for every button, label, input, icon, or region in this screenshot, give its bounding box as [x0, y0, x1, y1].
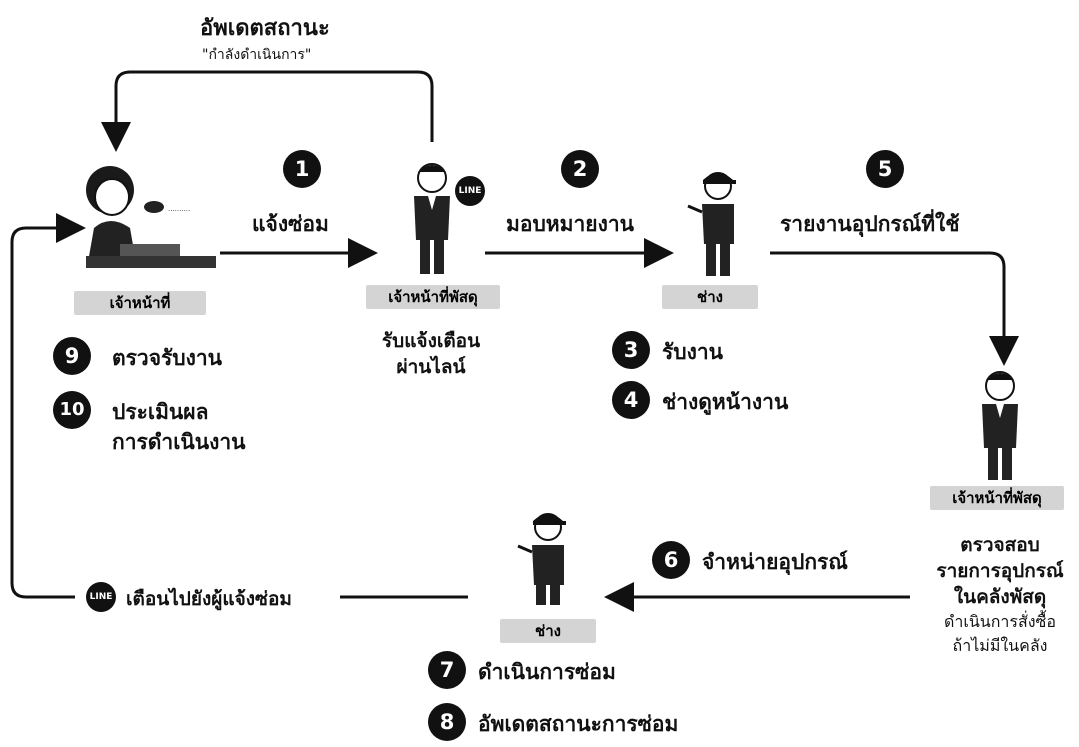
order-line2: ถ้าไม่มีในคลัง — [952, 636, 1048, 655]
line-notify-line1: รับแจ้งเตือน — [381, 330, 481, 352]
step-3-label: รับงาน — [662, 340, 724, 364]
technician-illustration-bottom — [517, 513, 566, 605]
role-supply-officer: เจ้าหน้าที่พัสดุ — [366, 285, 500, 309]
role-officer: เจ้าหน้าที่ — [74, 291, 206, 315]
status-update-arrow — [101, 70, 434, 152]
step5-arrow — [770, 251, 1019, 366]
step-1-label: แจ้งซ่อม — [252, 212, 329, 236]
step-6-label: จำหน่ายอุปกรณ์ — [702, 550, 848, 574]
supply-officer-illustration — [414, 163, 450, 274]
step-4-badge: 4 — [612, 381, 650, 419]
step-7-badge: 7 — [428, 651, 466, 689]
step-6-badge: 6 — [652, 541, 690, 579]
step-8-badge: 8 — [428, 703, 466, 741]
status-update-title: อัพเดตสถานะ — [200, 16, 330, 41]
check-line2: รายการอุปกรณ์ — [936, 560, 1064, 582]
step-2-label: มอบหมายงาน — [506, 212, 634, 236]
check-line1: ตรวจสอบ — [960, 534, 1040, 556]
check-line3: ในคลังพัสดุ — [953, 586, 1047, 608]
step-9-badge: 9 — [53, 337, 91, 375]
line-notify-line2: ผ่านไลน์ — [396, 356, 466, 378]
svg-text:..........: .......... — [168, 205, 190, 213]
step-2-badge: 2 — [561, 150, 599, 188]
step-5-label: รายงานอุปกรณ์ที่ใช้ — [780, 212, 960, 236]
role-technician-top: ช่าง — [662, 285, 758, 309]
step-10-label-line1: ประเมินผล — [112, 400, 209, 424]
step-4-label: ช่างดูหน้างาน — [662, 390, 789, 414]
order-line1: ดำเนินการสั่งซื้อ — [943, 612, 1057, 631]
role-supply-officer-right: เจ้าหน้าที่พัสดุ — [930, 486, 1064, 510]
line-icon-notify: LINE — [86, 582, 116, 612]
line-icon: LINE — [455, 176, 485, 206]
step-10-badge: 10 — [53, 391, 91, 429]
technician-illustration-top — [687, 172, 736, 276]
status-update-subtitle: "กำลังดำเนินการ" — [202, 47, 312, 63]
notify-requester-arrow — [10, 213, 86, 599]
supply-officer-illustration-right — [982, 371, 1018, 480]
step-1-badge: 1 — [283, 150, 321, 188]
step-8-label: อัพเดตสถานะการซ่อม — [478, 712, 679, 736]
notify-requester-label: เตือนไปยังผู้แจ้งซ่อม — [126, 588, 292, 610]
step-3-badge: 3 — [612, 331, 650, 369]
step-10-label-line2: การดำเนินงาน — [112, 430, 246, 454]
step-7-label: ดำเนินการซ่อม — [478, 660, 616, 684]
officer-illustration: .......... — [86, 166, 216, 268]
step-9-label: ตรวจรับงาน — [112, 346, 223, 370]
step-5-badge: 5 — [866, 150, 904, 188]
role-technician-bottom: ช่าง — [500, 619, 596, 643]
